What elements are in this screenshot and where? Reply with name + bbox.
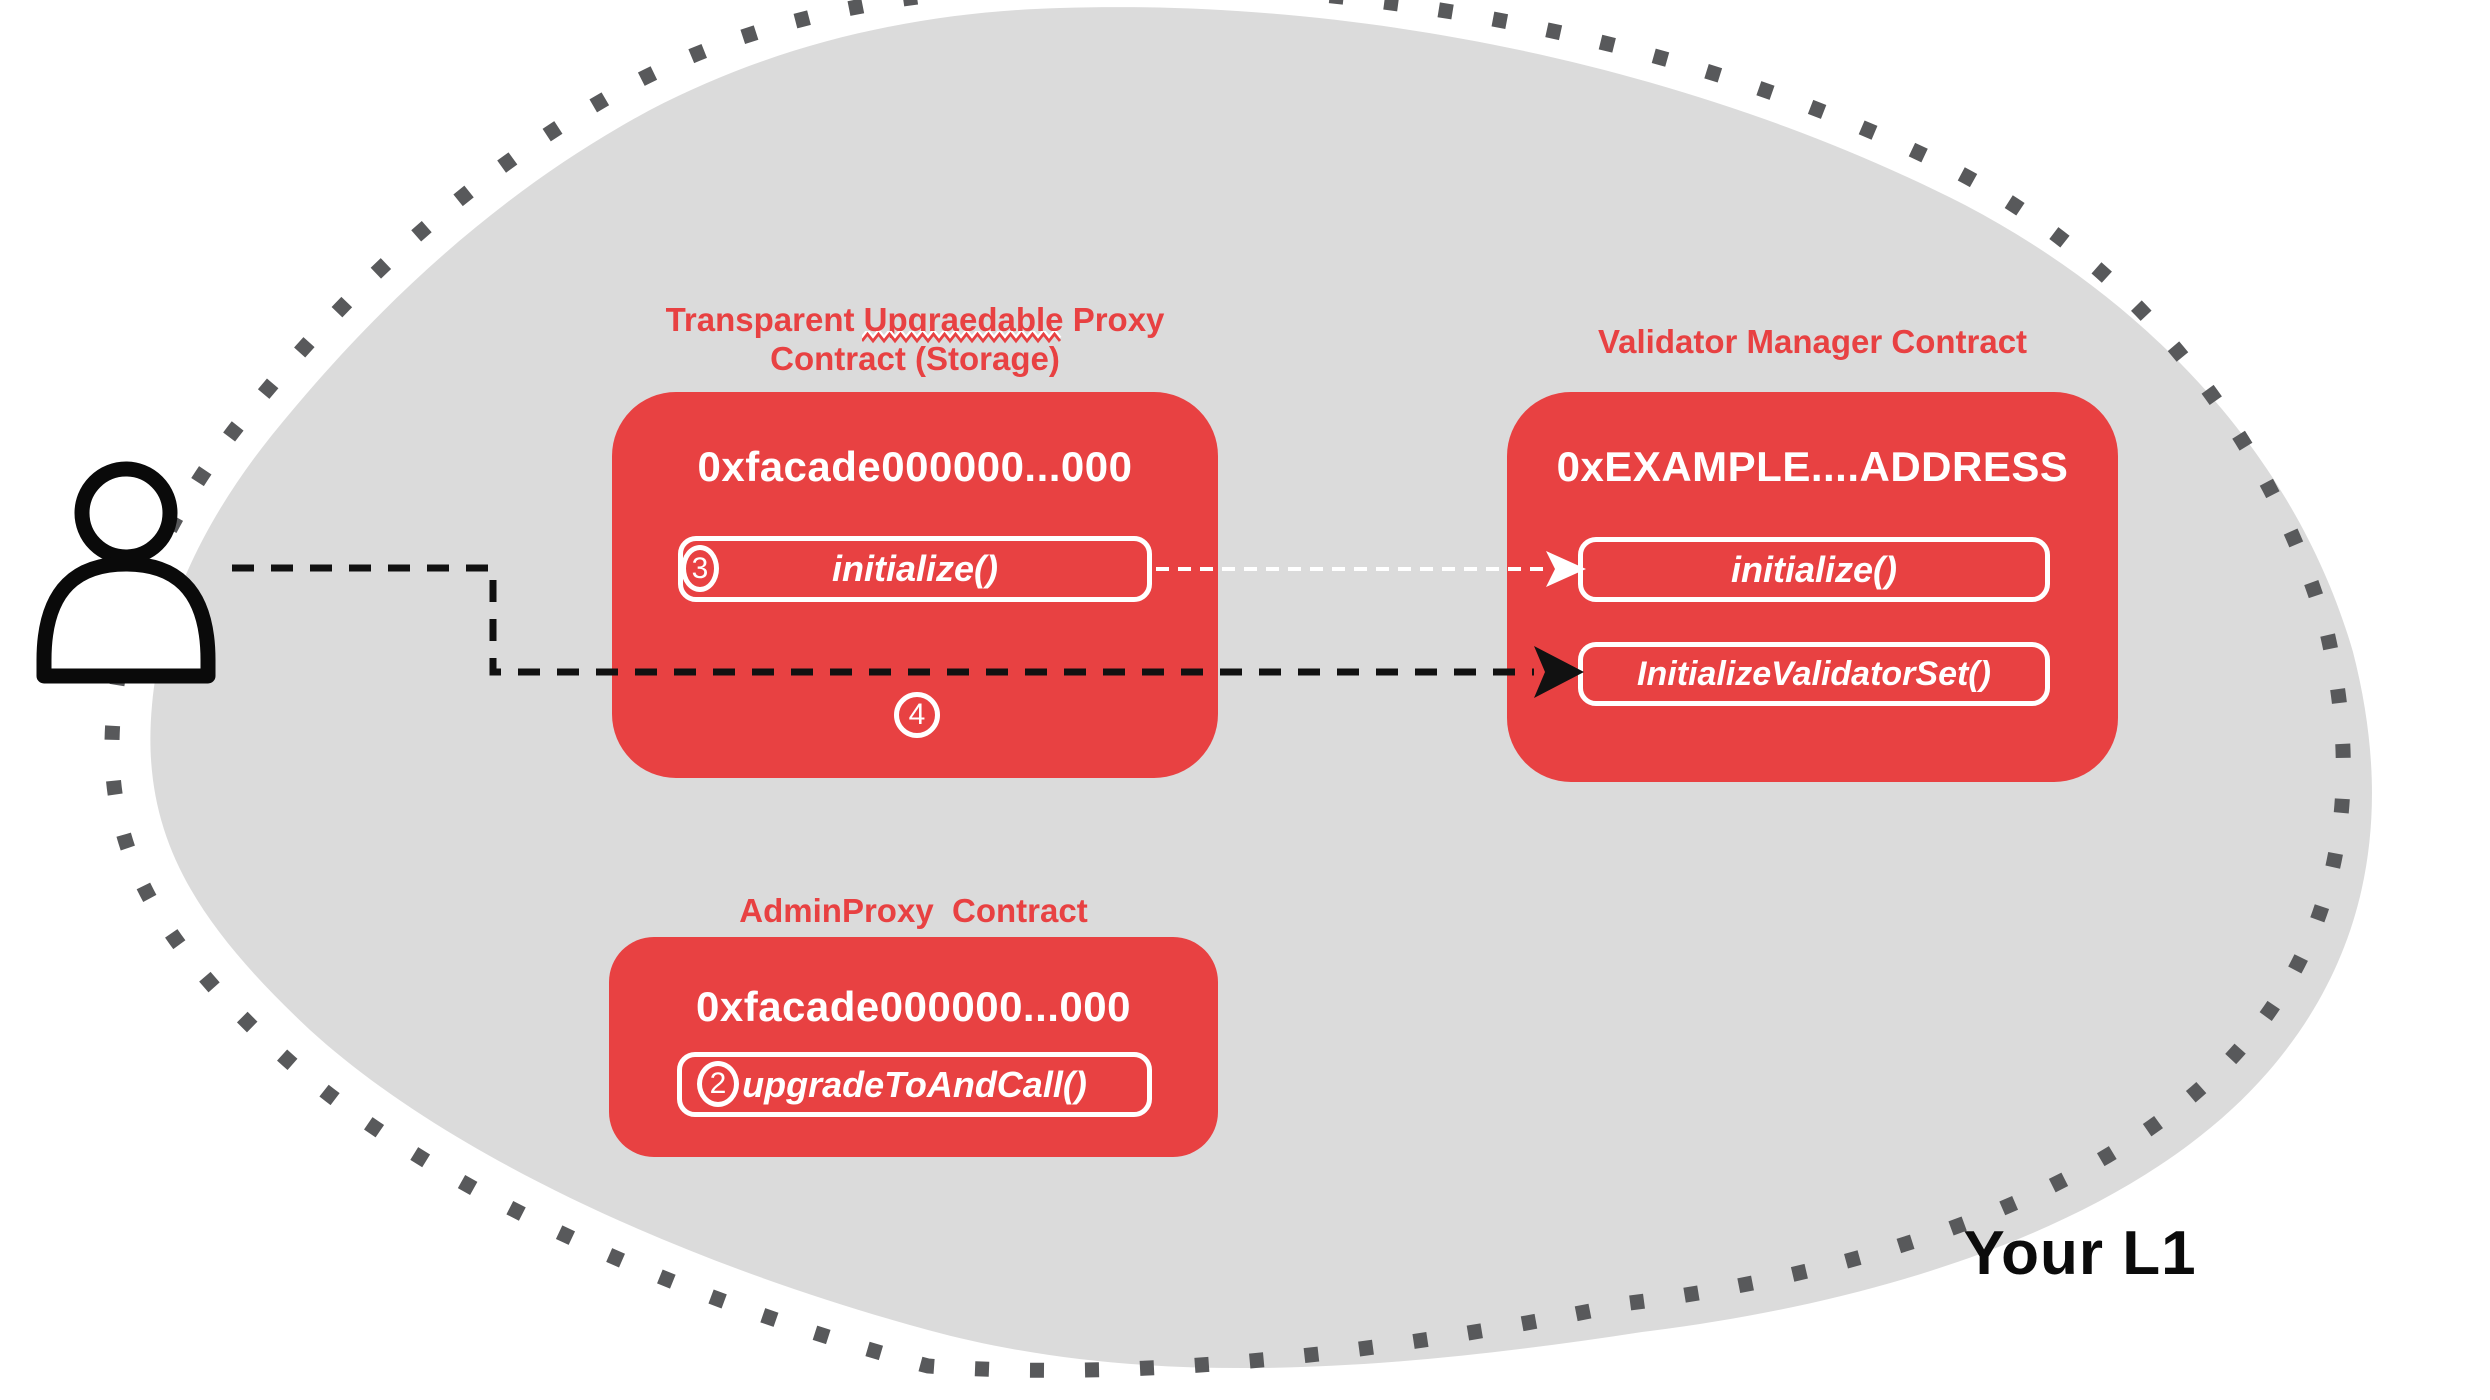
- validator-initializevalidatorset-label: InitializeValidatorSet(): [1637, 654, 1991, 693]
- proxy-initialize-label: initialize(): [831, 548, 998, 589]
- validator-contract-address: 0xEXAMPLE....ADDRESS: [1556, 443, 2069, 490]
- admin-contract-card: 0xfacade000000...000 upgradeToAndCall(): [609, 937, 1218, 1157]
- validator-contract-title: Validator Manager Contract: [1597, 323, 2028, 360]
- proxy-initialize-button: initialize(): [678, 536, 1152, 602]
- admin-upgradetoandcall-label: upgradeToAndCall(): [742, 1063, 1087, 1105]
- validator-initializevalidatorset-button: InitializeValidatorSet(): [1578, 642, 2050, 706]
- your-l1-label: Your L1: [1963, 1219, 2197, 1288]
- admin-upgradetoandcall-button: upgradeToAndCall(): [677, 1052, 1152, 1117]
- admin-contract-address: 0xfacade000000...000: [695, 983, 1132, 1030]
- validator-initialize-button: initialize(): [1578, 537, 2050, 602]
- user-icon: [36, 461, 216, 684]
- step-2-badge: 2: [697, 1061, 739, 1107]
- admin-contract-title: AdminProxy Contract: [739, 892, 1088, 929]
- step-3-badge: 3: [681, 545, 719, 592]
- validator-contract-card: 0xEXAMPLE....ADDRESS initialize() Initia…: [1507, 392, 2118, 782]
- step-4-badge: 4: [894, 692, 940, 738]
- spellcheck-squiggle: [862, 331, 1062, 344]
- proxy-contract-address: 0xfacade000000...000: [697, 443, 1133, 490]
- validator-initialize-label: initialize(): [1730, 548, 1897, 590]
